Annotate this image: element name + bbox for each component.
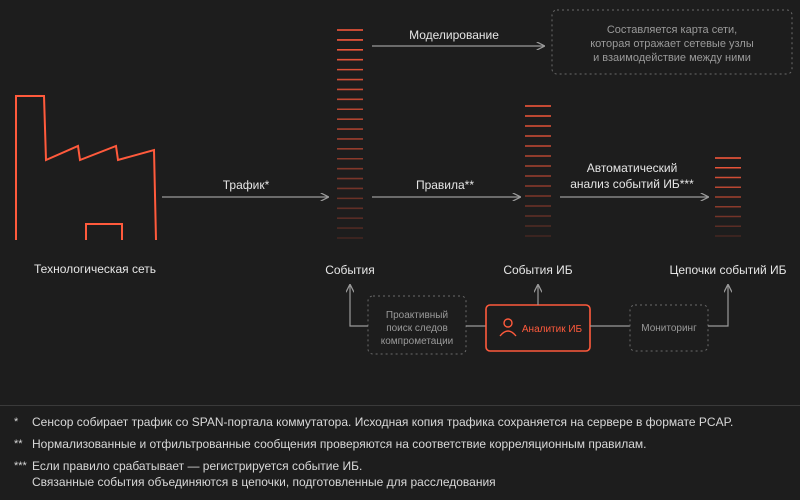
modeling-note-line-3: и взаимодействие между ними [593, 52, 751, 64]
modeling-note-line-2: которая отражает сетевые узлы [590, 38, 754, 50]
footnote-mark-1: * [14, 416, 19, 428]
rules-label: Правила** [416, 178, 474, 192]
security-events-stack [525, 105, 551, 237]
footnote-text-3b: Связанные события объединяются в цепочки… [32, 475, 496, 489]
auto-analysis-label-1: Автоматический [587, 161, 678, 175]
modeling-label: Моделирование [409, 28, 499, 42]
footnote-mark-3: *** [14, 460, 27, 472]
auto-analysis-label-2: анализ событий ИБ*** [570, 177, 694, 191]
monitoring-label: Мониторинг [641, 323, 697, 334]
factory-icon [15, 95, 157, 241]
footnote-text-3: Если правило срабатывает — регистрируетс… [32, 459, 363, 473]
modeling-note-line-1: Составляется карта сети, [607, 24, 737, 36]
proactive-label-3: компрометации [381, 336, 454, 347]
footnote-text-1: Сенсор собирает трафик со SPAN-портала к… [32, 415, 734, 429]
user-icon [499, 318, 517, 337]
footnote-2: ** Нормализованные и отфильтрованные соо… [0, 436, 800, 452]
events-label: События [325, 263, 375, 277]
proactive-to-events-arrow [350, 285, 368, 327]
footnote-1: * Сенсор собирает трафик со SPAN-портала… [0, 414, 800, 430]
network-label: Технологическая сеть [34, 262, 156, 276]
footnote-text-2: Нормализованные и отфильтрованные сообще… [32, 437, 647, 451]
monitoring-to-chains-arrow [708, 285, 728, 327]
footnote-mark-2: ** [14, 438, 23, 450]
proactive-label-1: Проактивный [386, 310, 448, 321]
footnotes: * Сенсор собирает трафик со SPAN-портала… [0, 405, 800, 496]
modeling-note-box [551, 9, 793, 75]
analyst-label: Аналитик ИБ [522, 324, 583, 335]
proactive-hunting-box [367, 295, 467, 355]
event-chains-label: Цепочки событий ИБ [669, 263, 786, 277]
security-events-label: События ИБ [503, 263, 572, 277]
event-chains-stack [715, 157, 741, 237]
footnote-3: *** Если правило срабатывает — регистрир… [0, 458, 800, 490]
proactive-label-2: поиск следов [386, 323, 448, 334]
traffic-label: Трафик* [223, 178, 270, 192]
events-stack [337, 29, 363, 239]
